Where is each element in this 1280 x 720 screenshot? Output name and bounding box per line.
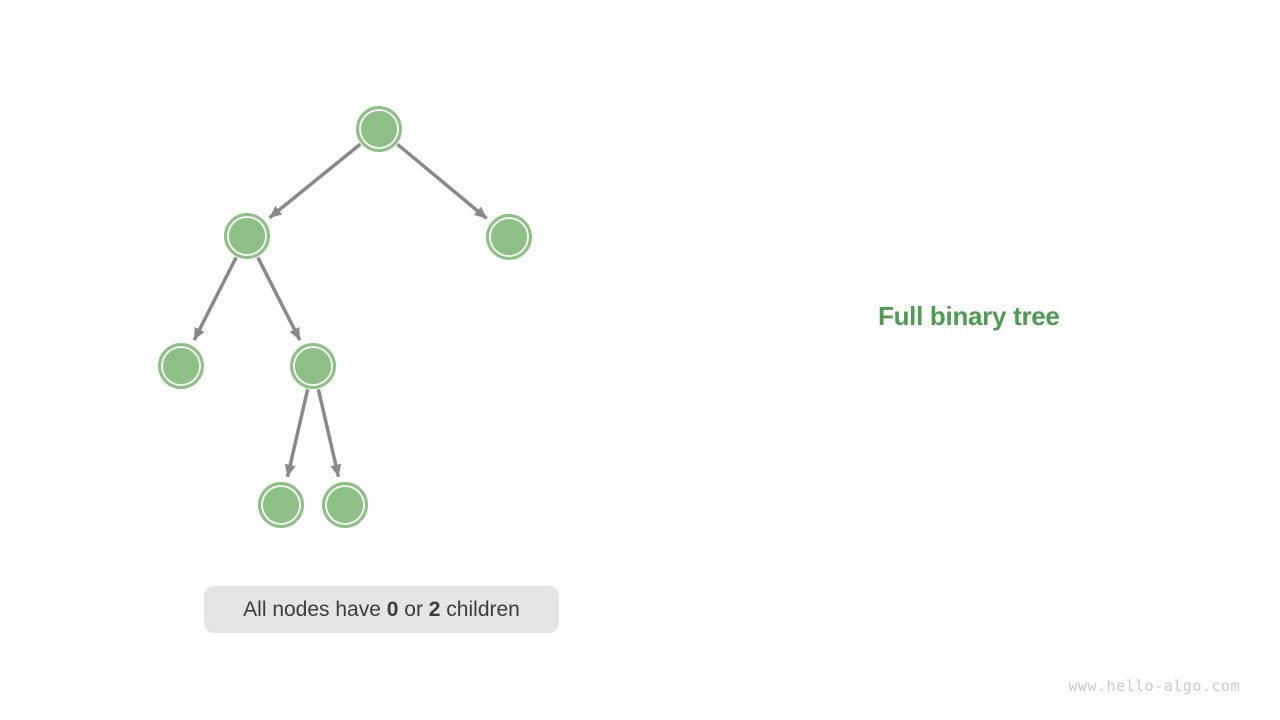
- tree-node-left: [224, 213, 270, 259]
- tree-edge-left-right-to-lr-left: [284, 388, 310, 478]
- caption-text-middle: or: [398, 597, 429, 621]
- watermark-url: www.hello-algo.com: [1068, 677, 1240, 695]
- tree-edge-left-to-left-left: [192, 256, 238, 341]
- tree-node-left-left: [158, 343, 204, 389]
- tree-edge-root-to-left: [268, 142, 362, 220]
- caption-number-zero: 0: [386, 597, 399, 621]
- diagram-title: Full binary tree: [878, 301, 1060, 331]
- caption-number-two: 2: [428, 597, 441, 621]
- tree-node-lr-left: [258, 482, 304, 528]
- caption-text-suffix: children: [440, 597, 520, 621]
- tree-edge-root-to-right: [396, 142, 488, 220]
- tree-edge-left-to-left-right: [256, 256, 302, 341]
- caption-text-prefix: All nodes have: [243, 597, 387, 621]
- tree-edge-left-right-to-lr-right: [316, 388, 342, 478]
- tree-node-left-right: [290, 343, 336, 389]
- tree-node-lr-right: [322, 482, 368, 528]
- tree-node-root: [356, 106, 402, 152]
- tree-node-right: [486, 214, 532, 260]
- caption-pill: All nodes have 0 or 2 children: [204, 586, 559, 633]
